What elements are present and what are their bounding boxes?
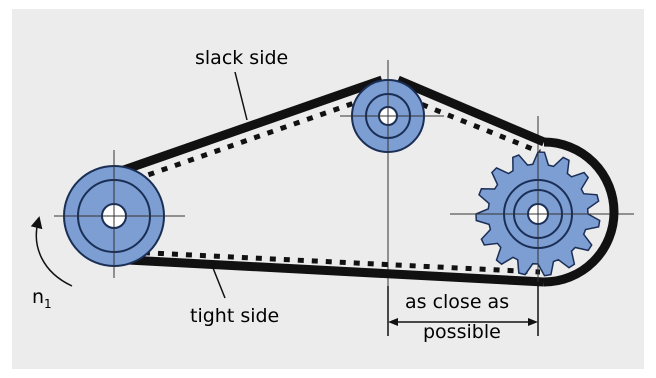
toothed-belt (116, 75, 619, 287)
speed-label: n 1 (32, 286, 52, 311)
spacing-label-line2: possible (423, 321, 501, 343)
spacing-label-line1: as close as (405, 291, 509, 313)
tight-side-label: tight side (190, 305, 279, 327)
speed-subscript: 1 (44, 297, 52, 311)
spacing-dimension (387, 286, 539, 336)
slack-side-label: slack side (195, 47, 288, 69)
sprocket (470, 146, 610, 282)
speed-symbol: n (32, 286, 44, 308)
drive-pulley (60, 162, 170, 270)
tight-side-leader (212, 267, 226, 299)
slack-side-leader (234, 71, 248, 121)
idler-pulley (348, 74, 430, 160)
rotation-arrow (30, 216, 73, 287)
